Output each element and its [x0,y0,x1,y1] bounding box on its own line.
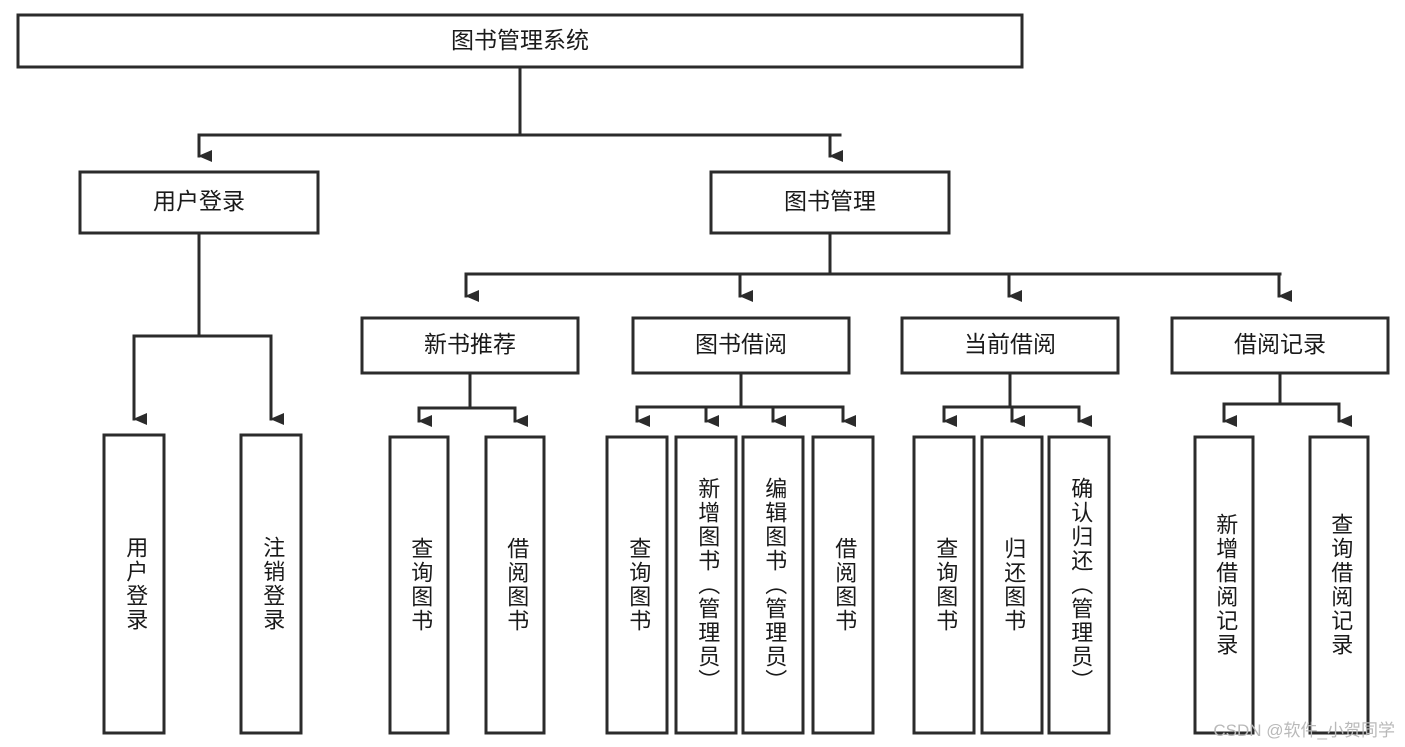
leaf-borrow-record-0-label: 新增借阅记录 [1213,513,1238,657]
node-user-login-label: 用户登录 [153,188,245,214]
leaf-current-borrow-2-label: 确认归还（管理员） [1068,477,1093,693]
node-root-label: 图书管理系统 [451,27,589,53]
connector-book-manage-to-level3 [464,231,1292,302]
leaf-borrow-record-1-label: 查询借阅记录 [1328,513,1353,657]
leaf-current-borrow-0-label: 查询图书 [933,537,958,633]
leaf-new-book-1-label: 借阅图书 [504,537,529,633]
node-new-book-recommend-label: 新书推荐 [424,331,516,357]
leaf-new-book-0[interactable]: 查询图书 [388,435,450,735]
leaf-borrow-record-1[interactable]: 查询借阅记录 [1308,435,1370,735]
leaf-book-borrow-0[interactable]: 查询图书 [605,435,669,735]
leaf-user-login-1-label: 注销登录 [260,536,285,632]
leaf-new-book-1[interactable]: 借阅图书 [484,435,546,735]
connector-book-borrow-to-leaves [635,371,856,427]
connector-root-to-level2 [197,65,843,162]
node-book-manage[interactable]: 图书管理 [709,170,951,235]
leaf-book-borrow-3[interactable]: 借阅图书 [811,435,875,735]
leaf-user-login-1[interactable]: 注销登录 [239,433,303,735]
leaf-current-borrow-2[interactable]: 确认归还（管理员） [1047,435,1111,735]
node-current-borrow[interactable]: 当前借阅 [900,316,1120,375]
node-book-borrow[interactable]: 图书借阅 [631,316,851,375]
leaf-user-login-0-label: 用户登录 [123,536,148,632]
node-new-book-recommend[interactable]: 新书推荐 [360,316,580,375]
leaf-current-borrow-0[interactable]: 查询图书 [912,435,976,735]
leaf-book-borrow-2-label: 编辑图书（管理员） [762,477,787,693]
leaf-current-borrow-1-label: 归还图书 [1001,537,1026,633]
node-book-borrow-label: 图书借阅 [695,331,787,357]
node-user-login[interactable]: 用户登录 [78,170,320,235]
leaf-book-borrow-2[interactable]: 编辑图书（管理员） [741,435,805,735]
leaf-user-login-0[interactable]: 用户登录 [102,433,166,735]
node-borrow-record[interactable]: 借阅记录 [1170,316,1390,375]
node-borrow-record-label: 借阅记录 [1234,331,1326,357]
leaf-borrow-record-0[interactable]: 新增借阅记录 [1193,435,1255,735]
leaf-current-borrow-1[interactable]: 归还图书 [980,435,1044,735]
connector-borrow-record-to-leaves [1222,371,1352,427]
connector-new-book-to-leaves [417,371,528,427]
leaf-book-borrow-0-label: 查询图书 [626,537,651,633]
leaf-book-borrow-3-label: 借阅图书 [832,537,857,633]
leaf-book-borrow-1[interactable]: 新增图书（管理员） [674,435,738,735]
node-current-borrow-label: 当前借阅 [964,331,1056,357]
node-book-manage-label: 图书管理 [784,188,876,214]
connector-current-borrow-to-leaves [942,371,1092,427]
leaf-new-book-0-label: 查询图书 [408,537,433,633]
node-root[interactable]: 图书管理系统 [16,13,1024,69]
leaf-book-borrow-1-label: 新增图书（管理员） [695,477,720,693]
connector-user-login-to-leaves [132,231,284,425]
